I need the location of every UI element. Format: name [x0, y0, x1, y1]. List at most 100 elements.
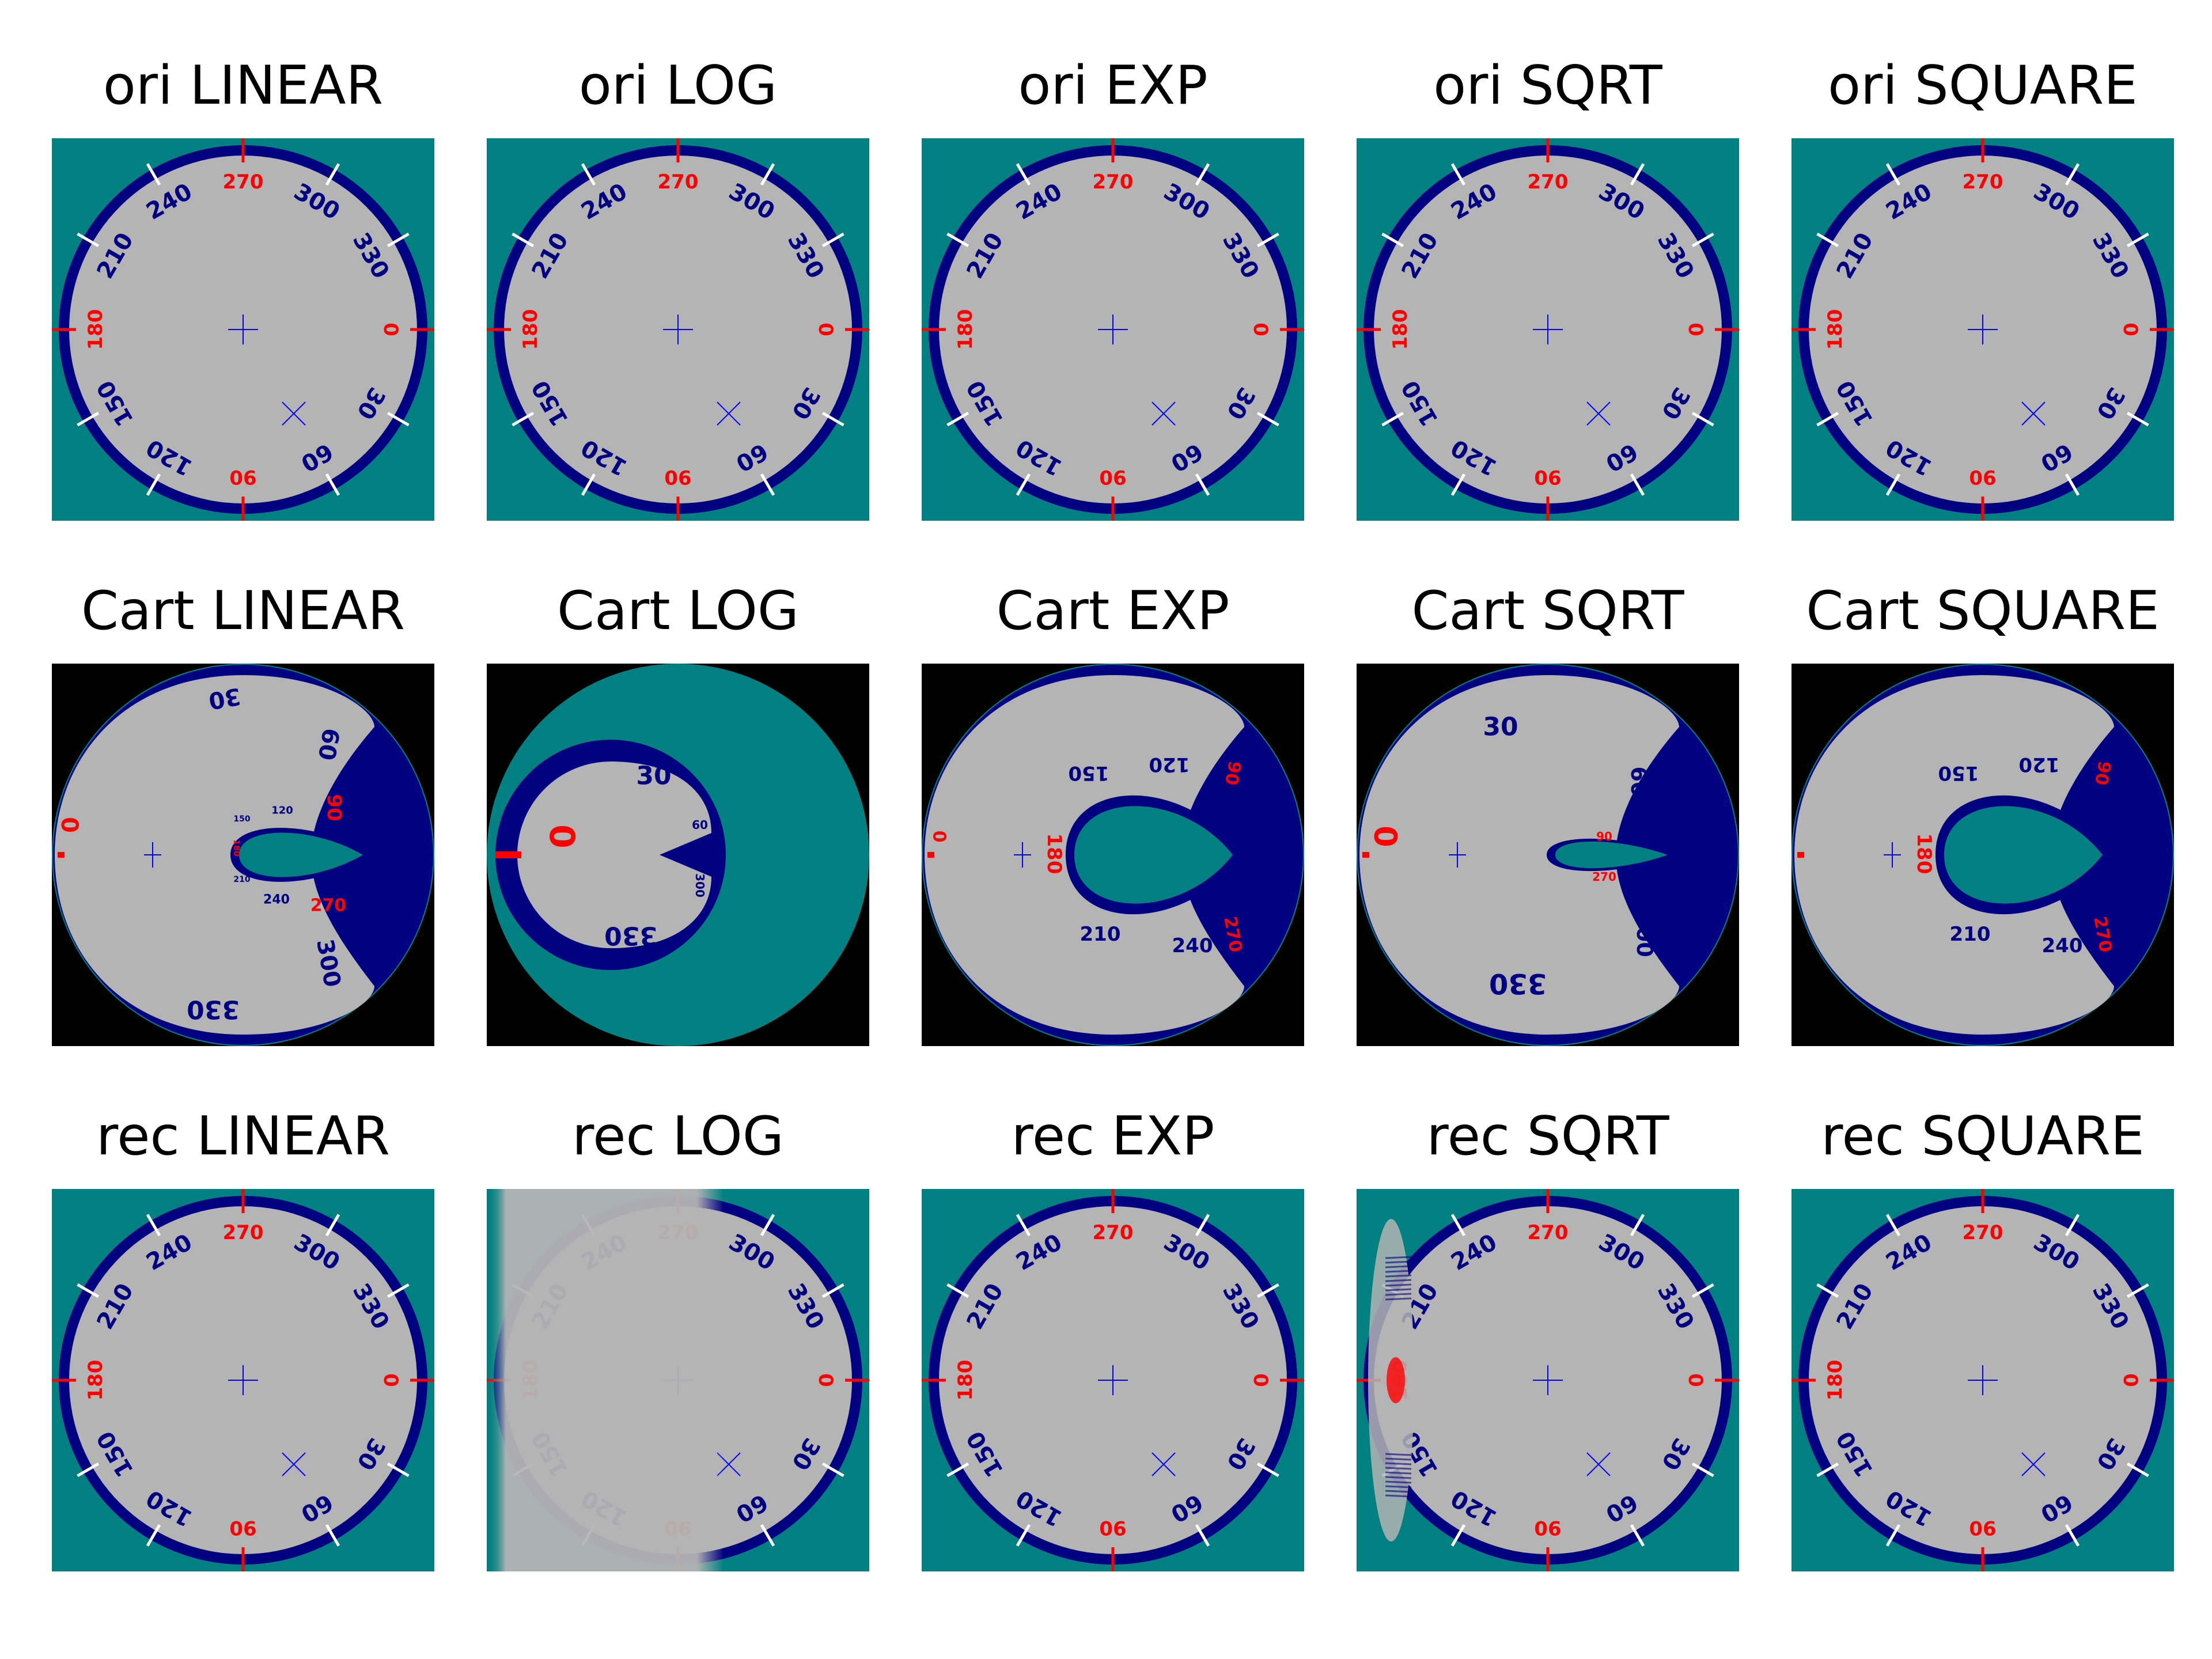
dial-tick: [325, 473, 340, 496]
dial-label: 0: [814, 323, 837, 336]
dial-tick: [512, 232, 535, 248]
dial-label: 180: [84, 1360, 107, 1401]
dial-tick: [1691, 411, 1714, 427]
inner-hole: [1074, 806, 1233, 904]
subplot-title: rec EXP: [1011, 1105, 1215, 1167]
cart-label: 180: [1912, 834, 1936, 874]
dial-tick: [1630, 1524, 1645, 1547]
dial-label: 270: [1093, 1221, 1134, 1244]
dial-tick: [1630, 163, 1645, 186]
dial-label: 0: [2119, 323, 2142, 336]
cart-label: 60: [692, 818, 708, 832]
cart-label: 90: [2090, 759, 2115, 786]
dial-tick: [1256, 1283, 1279, 1298]
subplot-title: rec SQRT: [1426, 1105, 1669, 1167]
dial-tick: [1016, 163, 1031, 186]
dial-tick: [581, 163, 596, 186]
dial-tick: [1016, 1214, 1031, 1237]
cart-label: 120: [2019, 753, 2060, 776]
dial-tick: [2065, 1524, 2080, 1547]
dial-tick: [1885, 163, 1901, 186]
cart-label: 300: [1632, 911, 1657, 957]
dial-label: 270: [1093, 171, 1134, 194]
dial-tick: [1256, 1462, 1279, 1478]
dial-label: 90: [664, 465, 691, 488]
x-marker: [282, 1452, 306, 1476]
cart-label: 270: [1592, 870, 1616, 884]
cart-label: 330: [604, 921, 657, 950]
dial-tick: [760, 473, 775, 496]
dial-label: 270: [223, 1221, 264, 1244]
cart-label: 0: [56, 817, 82, 833]
dial-tick: [325, 1214, 340, 1237]
subplot-title: ori LINEAR: [103, 54, 384, 116]
cart-label: 0: [929, 831, 949, 843]
dial-tick: [1016, 1524, 1031, 1547]
dial-tick: [387, 1283, 410, 1298]
dial-tick: [946, 232, 969, 248]
dial-label: 0: [2119, 1373, 2142, 1387]
dial-tick: [946, 411, 969, 427]
dial-tick: [325, 1524, 340, 1547]
dial-label: 180: [954, 309, 977, 350]
dial-tick: [146, 1214, 161, 1237]
dial-tick: [387, 411, 410, 427]
dial-tick: [1691, 1283, 1714, 1298]
dial-label: 90: [1534, 1516, 1561, 1539]
dial-tick: [821, 411, 844, 427]
subplot-title: Cart SQUARE: [1806, 579, 2160, 642]
dial-tick: [77, 232, 100, 248]
subplot-title: rec LOG: [572, 1105, 784, 1167]
dial-label: 180: [1389, 309, 1412, 350]
dial-tick: [1195, 163, 1210, 186]
dial-tick: [1816, 411, 1839, 427]
cart-label: 30: [207, 683, 243, 714]
dial-label: 180: [84, 309, 107, 350]
dial-tick: [1256, 411, 1279, 427]
cart-label: 270: [310, 896, 347, 916]
cart-label: 150: [1938, 762, 1979, 785]
dial-tick: [1195, 473, 1210, 496]
cart-label: 120: [271, 805, 293, 817]
dial-tick: [146, 1524, 161, 1547]
cart-label: 210: [1080, 923, 1121, 946]
dial-label: 0: [1684, 1373, 1707, 1387]
dial-label: 270: [658, 171, 699, 194]
dial-tick: [2065, 163, 2080, 186]
dial-tick: [1195, 1214, 1210, 1237]
subplot-title: ori EXP: [1018, 54, 1208, 116]
dial-label: 270: [223, 171, 264, 194]
warped-disc: [1359, 675, 1679, 1035]
dial-label: 270: [1528, 171, 1569, 194]
x-marker: [1586, 1452, 1611, 1476]
dial-tick: [1381, 411, 1404, 427]
inner-hole: [1555, 841, 1668, 869]
dial-tick: [946, 1283, 969, 1298]
ringing-artifact: [1368, 1219, 1414, 1541]
dial-tick: [1450, 163, 1466, 186]
blur-overlay: [487, 1189, 869, 1571]
dial-tick: [1885, 473, 1901, 496]
